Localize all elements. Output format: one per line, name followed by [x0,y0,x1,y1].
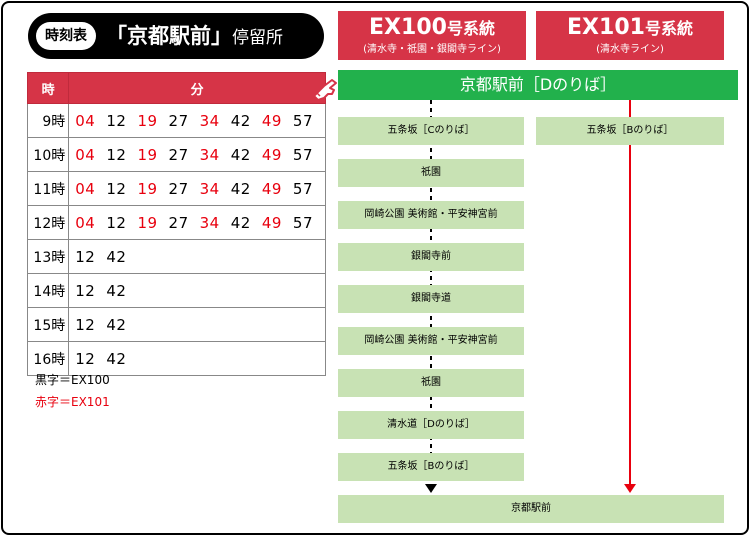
table-row: 11時 04 12 19 27 34 42 49 57 [26,171,326,206]
table-row: 13時 12 42 [26,239,326,274]
departure-minute: 34 [199,213,220,232]
departure-minute: 49 [261,213,282,232]
hour-cell: 10時 [26,137,70,172]
departure-minute: 12 [75,247,96,266]
ex100-arrowhead-icon [425,484,437,493]
ex101-arrowhead-icon [624,484,636,493]
minutes-cell: 04 12 19 27 34 42 49 57 [68,103,326,138]
route-suffix-ex101: 号系統 [644,19,693,38]
departure-minute: 42 [106,349,127,368]
departure-minute: 34 [199,145,220,164]
route-code-ex100: EX100 [369,15,447,40]
stop-suffix: 停留所 [232,28,283,48]
timetable-table: 時 分 9時 04 12 19 27 34 42 49 57 10時 04 12 19 27 34 42 49 5… [26,72,326,376]
departure-minute: 12 [75,281,96,300]
stop-name-title: 「京都駅前」 [106,24,232,48]
ex100-stop: 岡崎公園 美術館・平安神宮前 [338,327,524,355]
minutes-cell: 12 42 [68,273,326,308]
departure-minute: 12 [75,349,96,368]
departure-minute: 42 [230,213,251,232]
hour-cell: 11時 [26,171,70,206]
legend-ex100: 黒字＝EX100 [35,373,110,387]
departure-minute: 57 [292,213,313,232]
col-hour-header: 時 [26,72,70,104]
minutes-cell: 12 42 [68,341,326,376]
timetable-badge: 時刻表 [36,22,96,50]
col-minute-header: 分 [68,72,326,104]
pointing-hand-icon [313,79,337,101]
departure-minute: 27 [168,145,189,164]
departure-minute: 27 [168,213,189,232]
departure-minute: 19 [137,213,158,232]
departure-minute: 42 [230,179,251,198]
ex100-stop: 岡崎公園 美術館・平安神宮前 [338,201,524,229]
departure-minute: 19 [137,179,158,198]
origin-stop: 京都駅前［Dのりば］ [338,70,738,100]
terminal-stop: 京都駅前 [338,495,724,523]
departure-minute: 57 [292,145,313,164]
table-row: 14時 12 42 [26,273,326,308]
ex100-stop: 清水道［Dのりば］ [338,411,524,439]
hour-cell: 9時 [26,103,70,138]
route-header-ex101: EX101号系統 (清水寺ライン) [536,11,724,60]
departure-minute: 04 [75,111,96,130]
minutes-cell: 12 42 [68,307,326,342]
departure-minute: 27 [168,179,189,198]
ex100-stop: 祇園 [338,159,524,187]
minutes-cell: 04 12 19 27 34 42 49 57 [68,171,326,206]
hour-cell: 13時 [26,239,70,274]
minutes-cell: 04 12 19 27 34 42 49 57 [68,205,326,240]
departure-minute: 04 [75,179,96,198]
departure-minute: 49 [261,179,282,198]
route-code-ex101: EX101 [567,15,645,40]
departure-minute: 12 [106,145,127,164]
route-header-ex100: EX100号系統 (清水寺・祇園・銀閣寺ライン) [338,11,526,60]
departure-minute: 42 [230,111,251,130]
ex101-stop: 五条坂［Bのりば］ [536,117,724,145]
route-suffix-ex100: 号系統 [446,19,495,38]
legend-ex101: 赤字＝EX101 [35,395,110,409]
hour-cell: 14時 [26,273,70,308]
departure-minute: 19 [137,111,158,130]
departure-minute: 42 [106,281,127,300]
ex100-stop: 銀閣寺前 [338,243,524,271]
table-row: 9時 04 12 19 27 34 42 49 57 [26,103,326,138]
ex100-stop: 五条坂［Cのりば］ [338,117,524,145]
departure-minute: 12 [106,111,127,130]
table-header-row: 時 分 [26,72,326,104]
page-title: 「京都駅前」停留所 [106,13,283,59]
departure-minute: 42 [106,247,127,266]
hour-cell: 16時 [26,341,70,376]
departure-minute: 57 [292,179,313,198]
ex100-stop: 祇園 [338,369,524,397]
departure-minute: 27 [168,111,189,130]
route-via-ex100: (清水寺・祇園・銀閣寺ライン) [363,44,501,55]
departure-minute: 34 [199,111,220,130]
departure-minute: 42 [230,145,251,164]
departure-minute: 12 [106,179,127,198]
departure-minute: 12 [75,315,96,334]
table-row: 15時 12 42 [26,307,326,342]
departure-minute: 04 [75,213,96,232]
table-row: 10時 04 12 19 27 34 42 49 57 [26,137,326,172]
departure-minute: 49 [261,111,282,130]
departure-minute: 12 [106,213,127,232]
departure-minute: 04 [75,145,96,164]
ex100-stop: 五条坂［Bのりば］ [338,453,524,481]
departure-minute: 49 [261,145,282,164]
hour-cell: 15時 [26,307,70,342]
departure-minute: 42 [106,315,127,334]
table-row: 16時 12 42 [26,341,326,376]
ex100-stop: 銀閣寺道 [338,285,524,313]
departure-minute: 34 [199,179,220,198]
departure-minute: 19 [137,145,158,164]
departure-minute: 57 [292,111,313,130]
minutes-cell: 04 12 19 27 34 42 49 57 [68,137,326,172]
route-via-ex101: (清水寺ライン) [596,44,664,55]
